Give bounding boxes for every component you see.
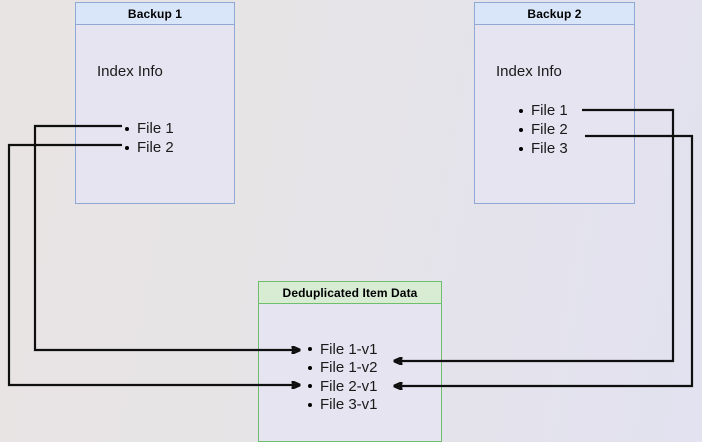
- bullet-icon: [308, 402, 312, 407]
- bullet-icon: [308, 365, 312, 370]
- backup-1-file-list: File 1 File 2: [125, 119, 174, 157]
- file-label: File 1: [531, 102, 568, 119]
- bullet-icon: [519, 108, 523, 113]
- list-item[interactable]: File 3-v1: [308, 396, 378, 415]
- list-item[interactable]: File 1-v1: [308, 340, 378, 359]
- list-item[interactable]: File 1: [125, 119, 174, 138]
- bullet-icon: [519, 127, 523, 132]
- backup-1-box[interactable]: Backup 1 Index Info File 1 File 2: [75, 2, 235, 204]
- file-label: File 1: [137, 120, 174, 137]
- dedup-item-list: File 1-v1 File 1-v2 File 2-v1 File 3-v1: [308, 340, 378, 414]
- file-label: File 2: [531, 121, 568, 138]
- list-item[interactable]: File 2: [519, 120, 568, 139]
- file-label: File 2: [137, 139, 174, 156]
- backup-1-title: Backup 1: [76, 3, 234, 25]
- list-item[interactable]: File 1-v2: [308, 359, 378, 378]
- dedup-title: Deduplicated Item Data: [259, 282, 441, 304]
- list-item[interactable]: File 1: [519, 101, 568, 120]
- dedup-item-label: File 3-v1: [320, 396, 378, 414]
- deduplicated-item-data-box[interactable]: Deduplicated Item Data File 1-v1 File 1-…: [258, 281, 442, 442]
- backup-1-index-label: Index Info: [97, 63, 163, 80]
- bullet-icon: [308, 347, 312, 352]
- backup-2-title: Backup 2: [475, 3, 634, 25]
- dedup-item-label: File 1-v2: [320, 359, 378, 377]
- file-label: File 3: [531, 140, 568, 157]
- bullet-icon: [308, 384, 312, 389]
- list-item[interactable]: File 2: [125, 138, 174, 157]
- backup-2-box[interactable]: Backup 2 Index Info File 1 File 2 File 3: [474, 2, 635, 204]
- list-item[interactable]: File 3: [519, 139, 568, 158]
- dedup-item-label: File 2-v1: [320, 377, 378, 395]
- backup-2-file-list: File 1 File 2 File 3: [519, 101, 568, 158]
- backup-2-index-label: Index Info: [496, 63, 562, 80]
- list-item[interactable]: File 2-v1: [308, 377, 378, 396]
- bullet-icon: [125, 126, 129, 131]
- bullet-icon: [125, 145, 129, 150]
- bullet-icon: [519, 146, 523, 151]
- dedup-item-label: File 1-v1: [320, 340, 378, 358]
